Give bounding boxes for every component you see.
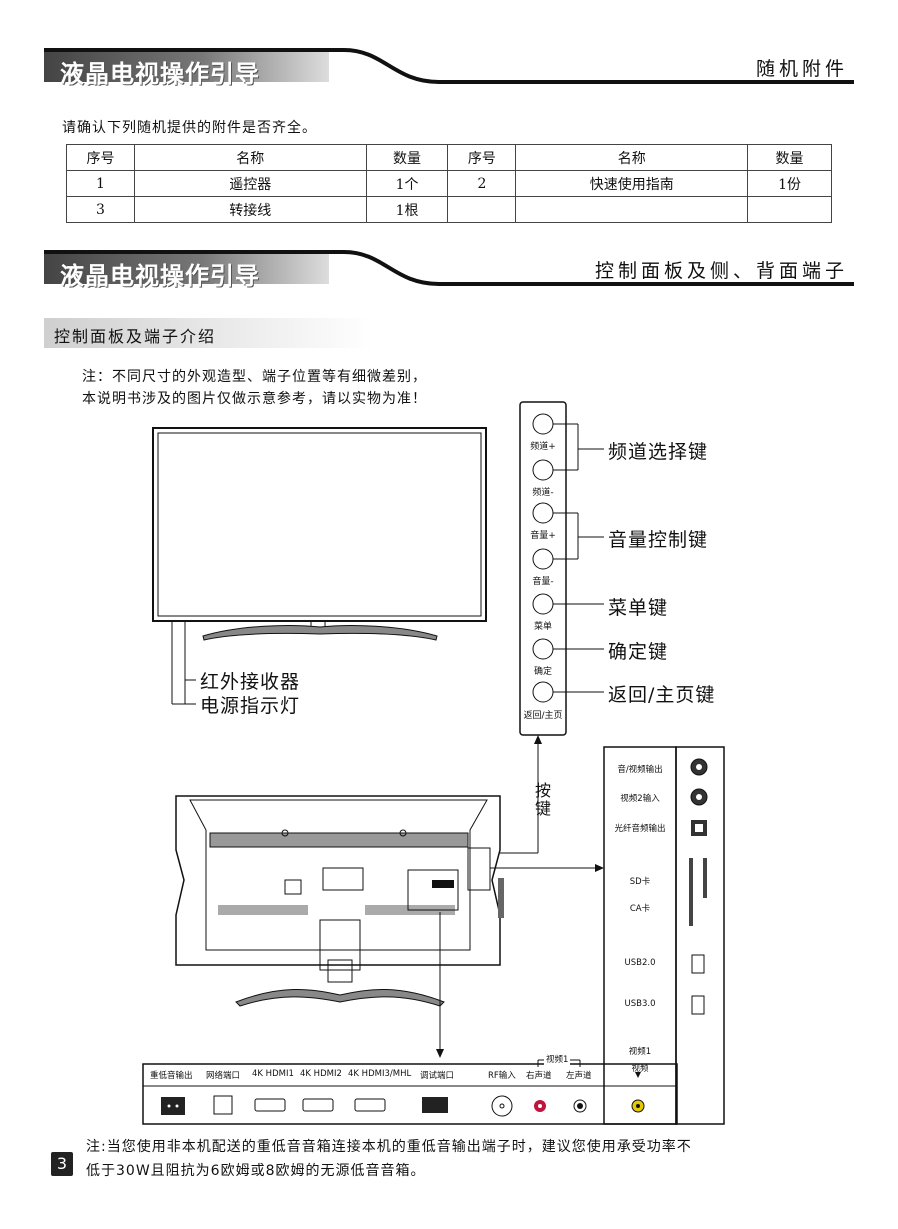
intro-text: 请确认下列随机提供的附件是否齐全。: [62, 120, 317, 136]
table-cell: [747, 196, 832, 223]
header-cell: 序号: [447, 144, 517, 171]
panel-button-label: 返回/主页: [523, 711, 563, 721]
banner-right-title: 控制面板及侧、背面端子: [594, 260, 848, 282]
section-banner-accessories: 液晶电视操作引导 随机附件: [44, 46, 854, 94]
table-cell: 1根: [365, 196, 449, 223]
table-cell: 1: [66, 170, 135, 197]
page-number: 3: [51, 1152, 73, 1176]
note-line: 注：不同尺寸的外观造型、端子位置等有细微差别，: [82, 369, 427, 385]
bottom-port-label: 4K HDMI2: [300, 1069, 342, 1079]
callout-volume: 音量控制键: [608, 529, 709, 551]
side-port-label: SD卡: [629, 877, 651, 887]
side-port-label: 视频2输入: [620, 794, 660, 804]
side-port-label: CA卡: [629, 904, 651, 914]
table-cell: 3: [66, 196, 135, 223]
note-line: 本说明书涉及的图片仅做示意参考，请以实物为准！: [82, 391, 427, 407]
side-port-label: 光纤音频输出: [614, 824, 666, 834]
note-top: 注：不同尺寸的外观造型、端子位置等有细微差别， 本说明书涉及的图片仅做示意参考，…: [82, 366, 427, 410]
bottom-port-label: 网络端口: [206, 1071, 241, 1081]
side-port-label: USB3.0: [624, 999, 656, 1009]
table-cell: [515, 196, 749, 223]
banner-shape: [44, 250, 854, 286]
bottom-port-label: 4K HDMI3/MHL: [348, 1069, 412, 1079]
table-row: 3 转接线 1根: [66, 196, 832, 223]
subsection-heading-text: 控制面板及端子介绍: [54, 327, 217, 346]
bottom-port-group-label: 视频1: [544, 1053, 571, 1065]
bottom-port-label: 4K HDMI1: [252, 1069, 294, 1079]
banner-shape: [44, 48, 854, 84]
bottom-port-label: 调试端口: [420, 1071, 455, 1081]
bottom-port-label: RF输入: [488, 1071, 516, 1081]
side-port-label: 视频1: [628, 1047, 652, 1057]
tv-back-illustration: [175, 795, 604, 1058]
bottom-port-label: 重低音输出: [150, 1071, 193, 1081]
accessories-table: 序号 名称 数量 序号 名称 数量 1 遥控器 1个 2 快速使用指南 1份 3…: [66, 144, 832, 223]
subsection-heading: 控制面板及端子介绍: [44, 318, 374, 348]
side-port-label: USB2.0: [624, 958, 656, 968]
table-cell: 1个: [365, 170, 449, 197]
label-power-indicator: 电源指示灯: [200, 695, 301, 717]
callout-menu: 菜单键: [608, 597, 669, 619]
table-cell: 转接线: [133, 196, 367, 223]
banner-title: 液晶电视操作引导: [60, 261, 260, 290]
label-keys: 按键: [535, 781, 552, 818]
note-bottom: 注:当您使用非本机配送的重低音音箱连接本机的重低音输出端子时，建议您使用承受功率…: [86, 1135, 692, 1183]
label-ir-receiver: 红外接收器: [200, 671, 301, 693]
panel-button-label: 音量-: [532, 577, 554, 587]
note-line: 注:当您使用非本机配送的重低音音箱连接本机的重低音输出端子时，建议您使用承受功率…: [86, 1139, 692, 1155]
section-banner-panel: 液晶电视操作引导 控制面板及侧、背面端子: [44, 248, 854, 296]
panel-button-label: 菜单: [533, 622, 552, 632]
banner-right-title: 随机附件: [755, 58, 848, 80]
side-port-label: 视频: [631, 1064, 649, 1074]
bottom-port-label: 右声道: [526, 1071, 552, 1081]
panel-button-label: 频道-: [532, 488, 554, 498]
header-cell: 名称: [133, 144, 367, 171]
side-port-label: 音/视频输出: [617, 765, 663, 775]
tv-front-illustration: [152, 427, 487, 705]
table-cell: [447, 196, 517, 223]
banner-title: 液晶电视操作引导: [60, 59, 260, 88]
callout-back-home: 返回/主页键: [608, 684, 716, 706]
note-line: 低于30W且阻抗为6欧姆或8欧姆的无源低音音箱。: [86, 1163, 426, 1179]
panel-button-label: 频道+: [530, 442, 556, 452]
table-cell: 快速使用指南: [515, 170, 749, 197]
bottom-port-label: 左声道: [566, 1071, 592, 1081]
table-cell: 遥控器: [133, 170, 367, 197]
bottom-terminal-panel: [142, 1059, 678, 1125]
callout-ok: 确定键: [608, 641, 669, 663]
header-cell: 名称: [515, 144, 749, 171]
panel-button-label: 确定: [533, 667, 552, 677]
control-panel-strip: [519, 401, 604, 853]
panel-button-label: 音量+: [530, 531, 556, 541]
callout-channel: 频道选择键: [608, 441, 709, 463]
